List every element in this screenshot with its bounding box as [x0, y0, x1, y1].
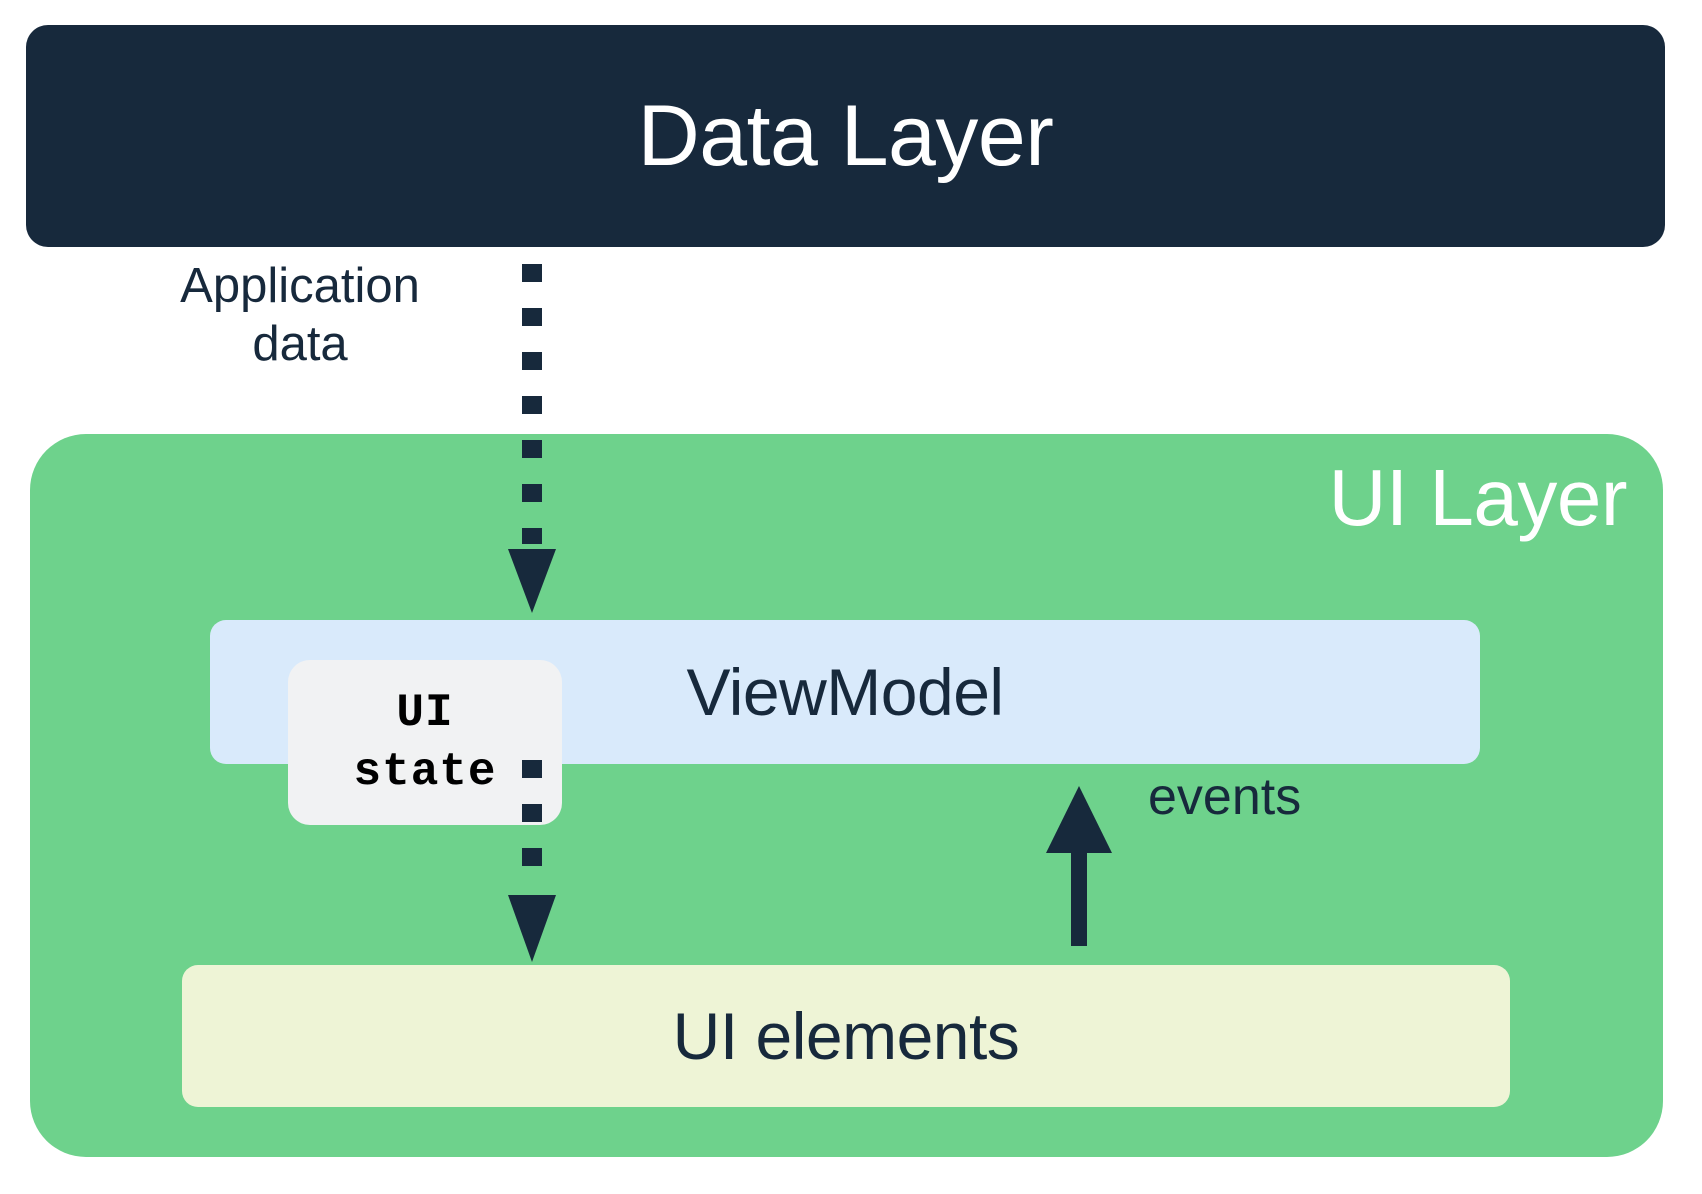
application-data-label: Application data [140, 258, 460, 374]
ui-elements-label: UI elements [672, 999, 1020, 1073]
data-layer-box: Data Layer [26, 25, 1665, 247]
ui-elements-box: UI elements [182, 965, 1510, 1107]
events-label: events [1148, 768, 1302, 826]
data-layer-title: Data Layer [637, 88, 1054, 184]
application-data-label-line-1: Application [180, 259, 420, 313]
ui-layer-box: UI Layer ViewModel UI state events UI el… [30, 434, 1663, 1157]
ui-state-chip-line-2: state [353, 745, 497, 798]
ui-state-chip: UI state [288, 660, 562, 825]
ui-state-chip-line-1: UI [396, 686, 454, 739]
ui-layer-title: UI Layer [1328, 453, 1628, 542]
viewmodel-label: ViewModel [686, 655, 1004, 729]
application-data-label-line-2: data [252, 316, 348, 371]
